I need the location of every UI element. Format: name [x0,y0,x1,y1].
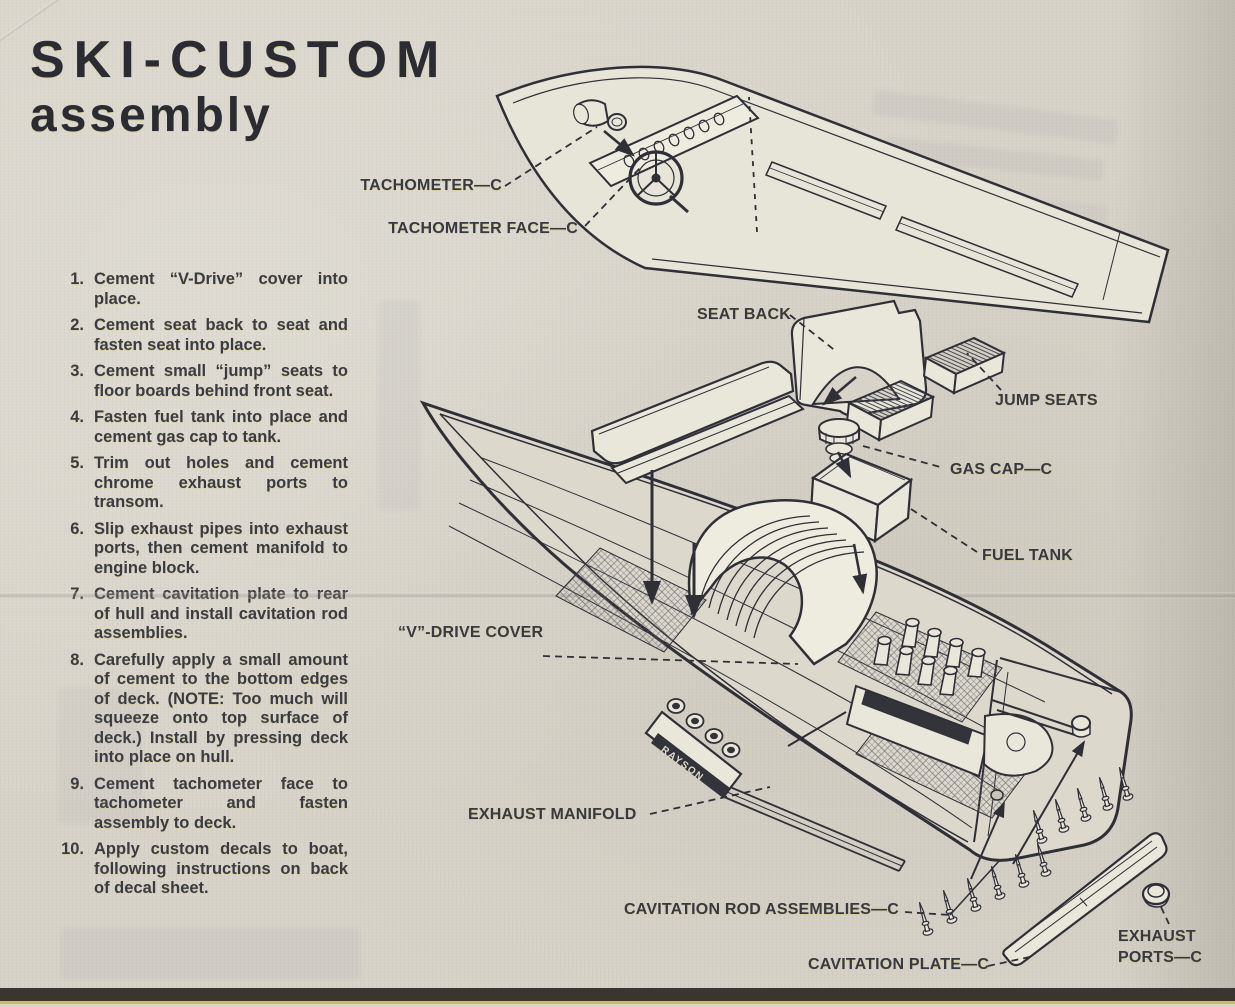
instruction-text: Slip exhaust pipes into exhaust ports, t… [94,519,348,577]
windshield-dashboard [588,94,760,188]
instruction-item-2: 2. Cement seat back to seat and fasten se… [52,316,348,355]
label-seat-back: SEAT BACK [697,306,791,323]
sheet-title-line2: assembly [30,89,273,142]
instruction-number: 2. [70,316,84,334]
manifold-brand-plate [651,733,730,798]
instruction-number: 4. [70,408,84,426]
instruction-text: Cement “V-Drive” cover into place. [94,270,348,308]
label-exhaust-ports-line1: EXHAUST [1118,928,1196,945]
print-through-mark [60,928,360,980]
instruction-item-1: 1. Cement “V-Drive” cover into place. [52,270,348,309]
engine-valley-cover [861,689,973,745]
instruction-item-3: 3. Cement small “jump” seats to floor boa… [52,362,348,401]
instruction-number: 1. [70,270,84,288]
floorboard-hatch [555,547,707,653]
label-leader-lines [504,96,1170,967]
instruction-text: Trim out holes and cement chrome exhaust… [94,454,348,511]
transom-hole [990,789,1004,801]
instruction-item-5: 5. Trim out holes and cement chrome exhau… [52,454,348,513]
instruction-text: Cement small “jump” seats to floor board… [94,362,348,400]
label-exhaust-ports: EXHAUST PORTS—C [1118,926,1202,968]
instruction-item-10: 10. Apply custom decals to boat, followin… [52,840,348,899]
instruction-text: Cement tachometer face to tachometer and… [94,774,348,832]
instruction-number: 5. [70,454,84,472]
sheet-title: SKI-CUSTOM assembly [30,34,448,140]
instruction-number: 8. [70,650,84,669]
label-tachometer-face: TACHOMETER FACE—C [388,220,578,237]
deck-trim-strip [894,216,1080,298]
installed-exhaust-port [1071,715,1091,738]
assembly-arrows [603,130,1086,880]
engine-part [787,617,1076,778]
deck-trim-strip [764,161,888,220]
label-cavitation-rod-assemblies: CAVITATION ROD ASSEMBLIES—C [624,901,900,918]
instruction-list: 1. Cement “V-Drive” cover into place. 2. C… [52,270,348,906]
instruction-number: 9. [70,774,84,793]
sheet-bottom-edge-yellow-line [0,1001,1235,1004]
front-seat-part [590,360,805,485]
instruction-number: 10. [61,840,84,858]
print-through-mark [58,688,142,824]
deck-part [495,65,1170,324]
instruction-text: Apply custom decals to boat, following i… [94,840,348,897]
exhaust-manifold-part: RAYSON [644,698,906,872]
instruction-number: 7. [52,585,94,644]
label-tachometer: TACHOMETER—C [360,177,502,194]
instruction-text: Carefully apply a small amount of cement… [94,650,348,767]
label-cavitation-plate: CAVITATION PLATE—C [808,956,990,973]
label-exhaust-manifold: EXHAUST MANIFOLD [468,806,637,823]
label-gas-cap: GAS CAP—C [950,461,1053,478]
gas-cap-part [818,418,860,464]
label-fuel-tank: FUEL TANK [982,547,1073,564]
instruction-text: Fasten fuel tank into place and cement g… [94,408,348,446]
instruction-item-9: 9. Cement tachometer face to tachometer a… [52,775,348,834]
sheet-bottom-edge-dark-band [0,988,1235,1001]
sheet-bottom-edge-light-strip [0,1004,1235,1007]
exhaust-pipes [991,699,1076,736]
jump-seats-part [845,336,1007,442]
tachometer-part [573,99,627,131]
sheet-title-line1: SKI-CUSTOM [30,31,449,89]
v-drive-cover-part [687,499,878,666]
instruction-text: Cement cavitation plate to rear of hull … [94,585,348,642]
cavitation-plate-part [1002,832,1168,967]
label-jump-seats: JUMP SEATS [995,392,1098,409]
instruction-item-8: 8. Carefully apply a small amount of ceme… [52,651,348,768]
exhaust-ports-part [1141,882,1171,908]
instruction-number: 3. [70,362,84,380]
instruction-item-4: 4. Fasten fuel tank into place and cement… [52,408,348,447]
flywheel-housing [982,713,1054,777]
instruction-number: 6. [70,519,84,538]
label-exhaust-ports-line2: PORTS—C [1118,949,1203,966]
instruction-text: Cement seat back to seat and fasten seat… [94,316,348,354]
instruction-item-6: 6. Slip exhaust pipes into exhaust ports,… [52,520,348,579]
instruction-item-7: 7.Cement cavitation plate to rear of hul… [52,585,348,644]
print-through-mark [378,300,420,510]
label-v-drive-cover: “V”-DRIVE COVER [398,624,544,641]
